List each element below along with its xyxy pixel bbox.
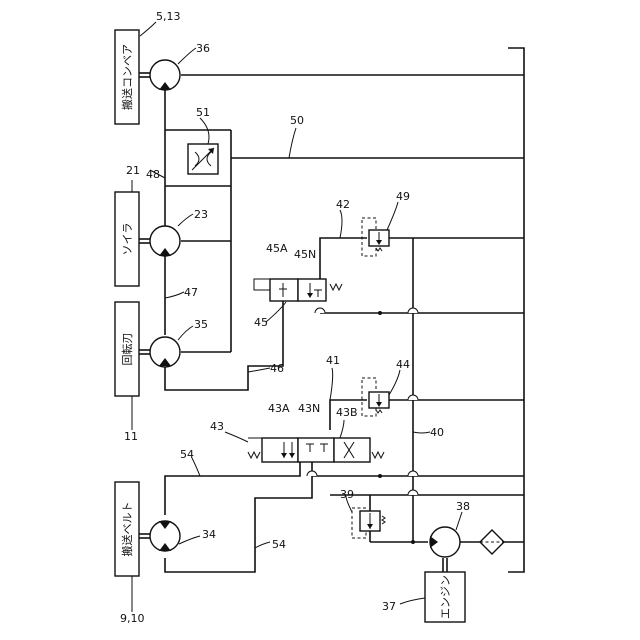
- jump-5: [408, 395, 418, 400]
- ref-43B: 43B: [336, 406, 358, 419]
- leader-36: [178, 48, 196, 64]
- leader-34: [179, 536, 200, 544]
- leader-51: [200, 118, 209, 144]
- leader-35: [178, 326, 193, 340]
- line-42: [320, 238, 367, 301]
- jump-4: [408, 490, 418, 495]
- leader-47: [165, 292, 184, 298]
- jump-2: [408, 308, 418, 313]
- junction-dot: [378, 311, 382, 315]
- ref-54b: 54: [272, 538, 286, 551]
- leader-23: [178, 214, 193, 226]
- transport-belt-label: 搬送ベルト: [120, 502, 134, 557]
- ref-43N: 43N: [298, 402, 320, 415]
- tank-bracket: [508, 48, 524, 572]
- auger-label: ソイラ: [121, 223, 134, 256]
- ref-11: 11: [124, 430, 138, 443]
- leader-46: [248, 368, 270, 372]
- motor-36: [150, 60, 180, 90]
- ref-54a: 54: [180, 448, 194, 461]
- ref-50: 50: [290, 114, 304, 127]
- jump-6: [307, 471, 317, 476]
- relief-valve-39: [352, 508, 385, 538]
- ref-40: 40: [430, 426, 444, 439]
- ref-44: 44: [396, 358, 410, 371]
- leader-5-13: [140, 22, 156, 36]
- ref-36: 36: [196, 42, 210, 55]
- junction-dot: [378, 474, 382, 478]
- ref-48: 48: [146, 168, 160, 181]
- leader-43B: [340, 420, 344, 438]
- leader-43: [225, 432, 248, 442]
- ref-9-10: 9,10: [120, 612, 145, 625]
- ref-23: 23: [194, 208, 208, 221]
- ref-46: 46: [270, 362, 284, 375]
- relief-valve-49: [362, 218, 389, 256]
- motor-35: [150, 337, 180, 367]
- motor-23: [150, 226, 180, 256]
- ref-45A: 45A: [266, 242, 288, 255]
- ref-42: 42: [336, 198, 350, 211]
- pump-38: [430, 527, 460, 557]
- leader-42: [340, 210, 342, 238]
- jump-3: [408, 471, 418, 476]
- line-46: [165, 301, 283, 390]
- junction-dot: [411, 540, 415, 544]
- ref-47: 47: [184, 286, 198, 299]
- ref-21: 21: [126, 164, 140, 177]
- ref-43: 43: [210, 420, 224, 433]
- rotary-blade-label: 回転刃: [121, 333, 134, 366]
- engine-label: エンジン: [439, 575, 452, 619]
- leader-41: [330, 368, 333, 400]
- leader-44: [389, 370, 400, 395]
- ref-38: 38: [456, 500, 470, 513]
- ref-51: 51: [196, 106, 210, 119]
- conveyor-label: 搬送コンベア: [120, 44, 134, 110]
- leader-37: [400, 598, 425, 604]
- ref-39: 39: [340, 488, 354, 501]
- ref-34: 34: [202, 528, 216, 541]
- ref-5-13: 5,13: [156, 10, 181, 23]
- ref-49: 49: [396, 190, 410, 203]
- flow-control-51: [188, 144, 218, 174]
- leader-54b: [255, 542, 270, 548]
- ref-35: 35: [194, 318, 208, 331]
- ref-37: 37: [382, 600, 396, 613]
- leader-50: [289, 128, 296, 158]
- line-54-bottom: [165, 462, 312, 572]
- motor-34: [150, 521, 180, 551]
- ref-45N: 45N: [294, 248, 316, 261]
- ref-43A: 43A: [268, 402, 290, 415]
- leader-49: [387, 202, 398, 230]
- line-54-top: [165, 462, 300, 515]
- valve-43: [248, 438, 384, 462]
- relief-valve-44: [362, 378, 389, 416]
- ref-45: 45: [254, 316, 268, 329]
- jump-1: [315, 308, 325, 313]
- valve-45: [254, 279, 342, 301]
- filter-icon: [480, 530, 504, 554]
- leader-38: [456, 512, 462, 530]
- leader-40: [413, 432, 430, 433]
- ref-41: 41: [326, 354, 340, 367]
